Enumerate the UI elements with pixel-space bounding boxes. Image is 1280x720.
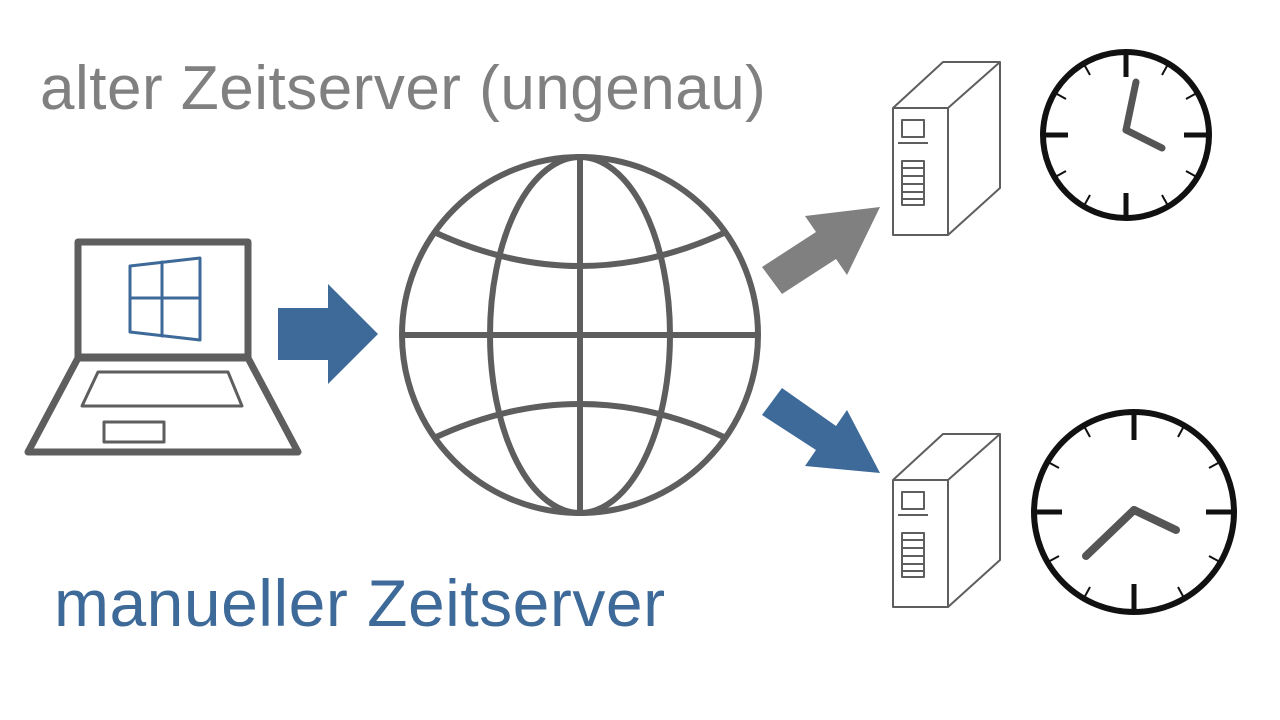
arrow-to-manual-server <box>762 388 880 473</box>
old-server-label: alter Zeitserver (ungenau) <box>40 54 767 123</box>
windows-logo-icon <box>128 256 202 342</box>
arrow-to-old-server <box>762 207 880 294</box>
old-server-icon <box>892 61 1001 236</box>
globe-icon <box>399 154 761 516</box>
manual-server-icon <box>892 433 1001 608</box>
arrow-laptop-to-globe <box>278 284 378 384</box>
laptop-icon <box>24 238 302 456</box>
manual-server-clock-icon <box>1031 409 1237 615</box>
old-server-clock-icon <box>1040 49 1212 221</box>
manual-server-label: manueller Zeitserver <box>54 566 666 640</box>
